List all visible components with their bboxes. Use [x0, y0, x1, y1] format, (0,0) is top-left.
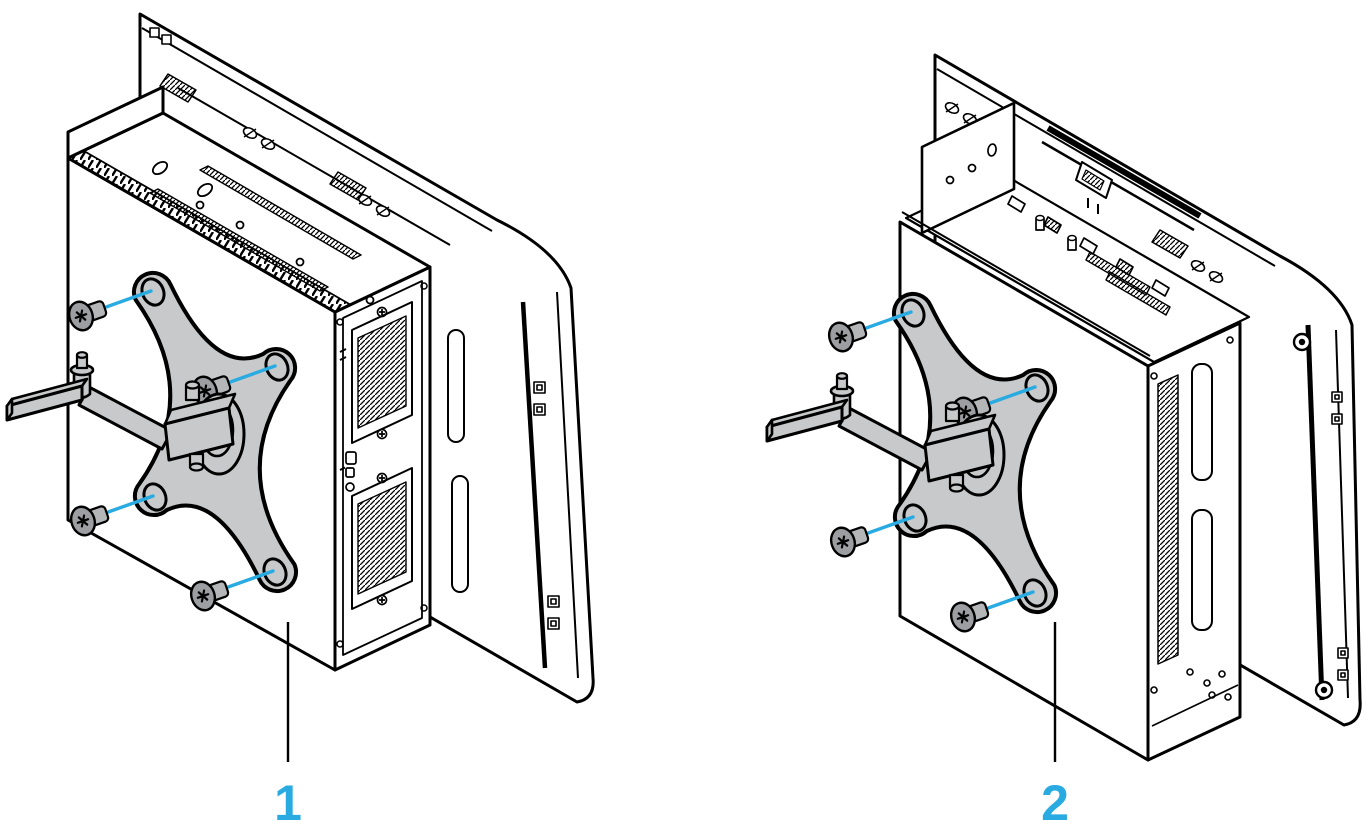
bezel-gasket-stripe [520, 301, 548, 669]
panel-clip [159, 73, 197, 103]
panel-screw-holes [336, 282, 428, 648]
vent-slot [149, 188, 329, 292]
bezel-clip-squares [1331, 391, 1349, 681]
device-2-illustration: 2 [767, 53, 1362, 831]
panel-clip [1151, 229, 1189, 259]
bezel-clip-squares [533, 381, 560, 630]
usb-port [345, 451, 357, 465]
bezel-edge-bar [1046, 125, 1202, 219]
callout-label-2: 2 [1041, 775, 1069, 831]
side-connector-panel-2 [1150, 336, 1239, 727]
internal-connector-block [1075, 161, 1113, 214]
side-connector-panel-1 [336, 280, 428, 656]
device-1-illustration: 1 [7, 12, 595, 831]
bezel-screw-bosses [1292, 332, 1334, 700]
bezel-clip-slots [149, 27, 391, 218]
usb-port [345, 467, 355, 478]
vent-slot [199, 165, 362, 260]
pin-strip [1157, 374, 1179, 665]
pcb-connectors [1007, 195, 1171, 316]
top-face-holes [151, 160, 375, 305]
cooling-fins [67, 150, 352, 313]
chassis-side-wall [920, 101, 1016, 235]
callout-label-1: 1 [274, 775, 302, 831]
panel-clip [329, 171, 367, 201]
round-port [345, 482, 355, 492]
bezel-gasket-stripe [1305, 324, 1325, 701]
